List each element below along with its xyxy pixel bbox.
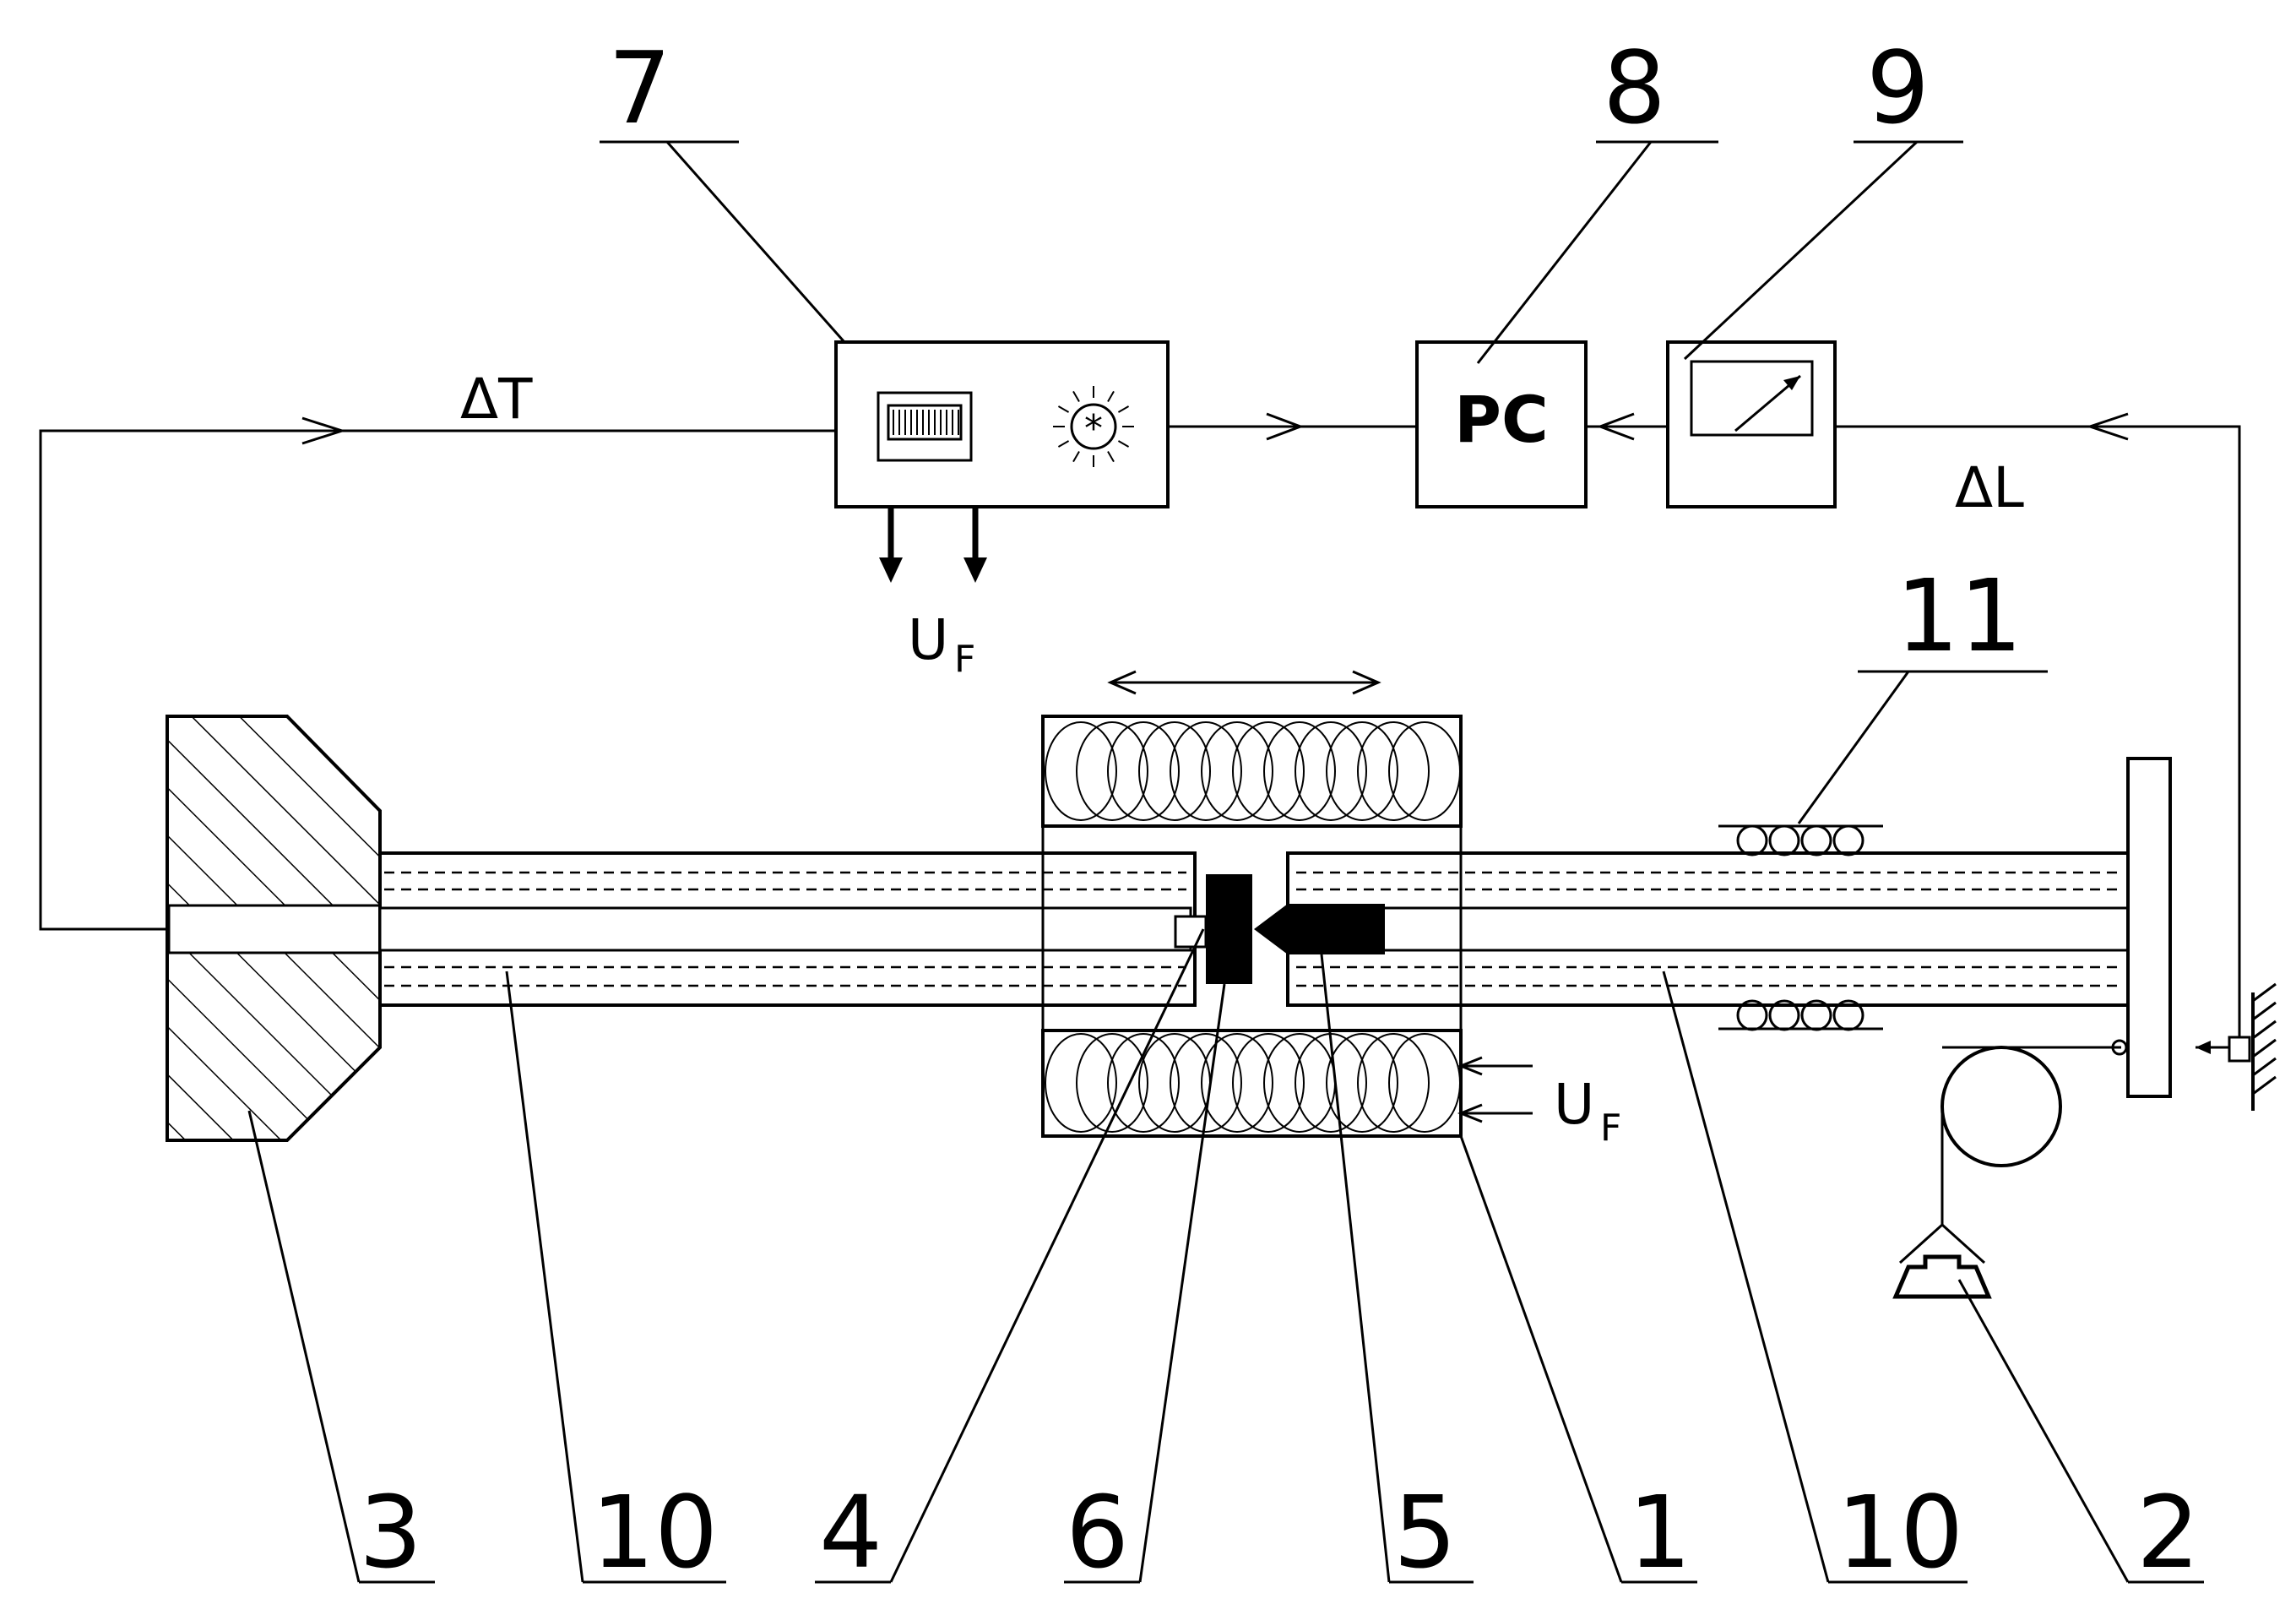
uf-sub-top: F (954, 638, 975, 681)
label-8: 8 (1603, 30, 1666, 146)
label-6: 6 (1066, 1474, 1129, 1591)
label-10-left: 10 (591, 1474, 718, 1591)
display-icon (877, 391, 973, 462)
meter-to-pc-line (1586, 412, 1668, 441)
label-1: 1 (1628, 1474, 1691, 1591)
label-5: 5 (1393, 1474, 1457, 1591)
label-4: 4 (819, 1474, 882, 1591)
uf-label-furnace: U (1554, 1072, 1594, 1137)
furnace-input-arrows (1457, 1056, 1533, 1123)
support-block-3 (166, 715, 382, 1142)
pc-label: PC (1454, 382, 1548, 457)
heater-coil-top (1045, 721, 1461, 821)
label-11: 11 (1896, 557, 2022, 674)
delta-l-signal-line (1835, 412, 2241, 1052)
furnace-1 (1041, 715, 1463, 1138)
controller-unit-7: * (834, 340, 1170, 508)
lamp-icon: * (1053, 386, 1134, 467)
pulley (1940, 1039, 2128, 1225)
uf-label-top: U (908, 607, 948, 672)
label-7: 7 (608, 30, 671, 146)
delta-t-label: ΔT (460, 367, 533, 432)
indenter-5 (1254, 904, 1385, 954)
controller-to-pc-line (1168, 412, 1417, 441)
sample-6 (1206, 874, 1252, 984)
displacement-sensor (2196, 982, 2277, 1111)
guide-rollers-11 (1718, 824, 1883, 1031)
output-arrows (879, 507, 987, 583)
movement-arrow (1107, 670, 1381, 695)
right-rod-10 (1286, 851, 2130, 1007)
label-2: 2 (2136, 1474, 2200, 1591)
uf-sub-furnace: F (1600, 1107, 1621, 1150)
end-plate (2126, 757, 2172, 1098)
label-3: 3 (359, 1474, 422, 1591)
delta-t-signal-line (39, 416, 836, 931)
left-rod-10 (378, 851, 1197, 1007)
label-9: 9 (1866, 30, 1930, 146)
delta-l-label: ΔL (1955, 455, 2024, 520)
weight-2 (1892, 1223, 1992, 1299)
meter-unit-9 (1666, 340, 1837, 508)
computer-unit-8: PC (1415, 340, 1588, 508)
ground-icon (2252, 982, 2277, 1096)
label-10-right: 10 (1837, 1474, 1963, 1591)
svg-text:*: * (1084, 407, 1103, 450)
